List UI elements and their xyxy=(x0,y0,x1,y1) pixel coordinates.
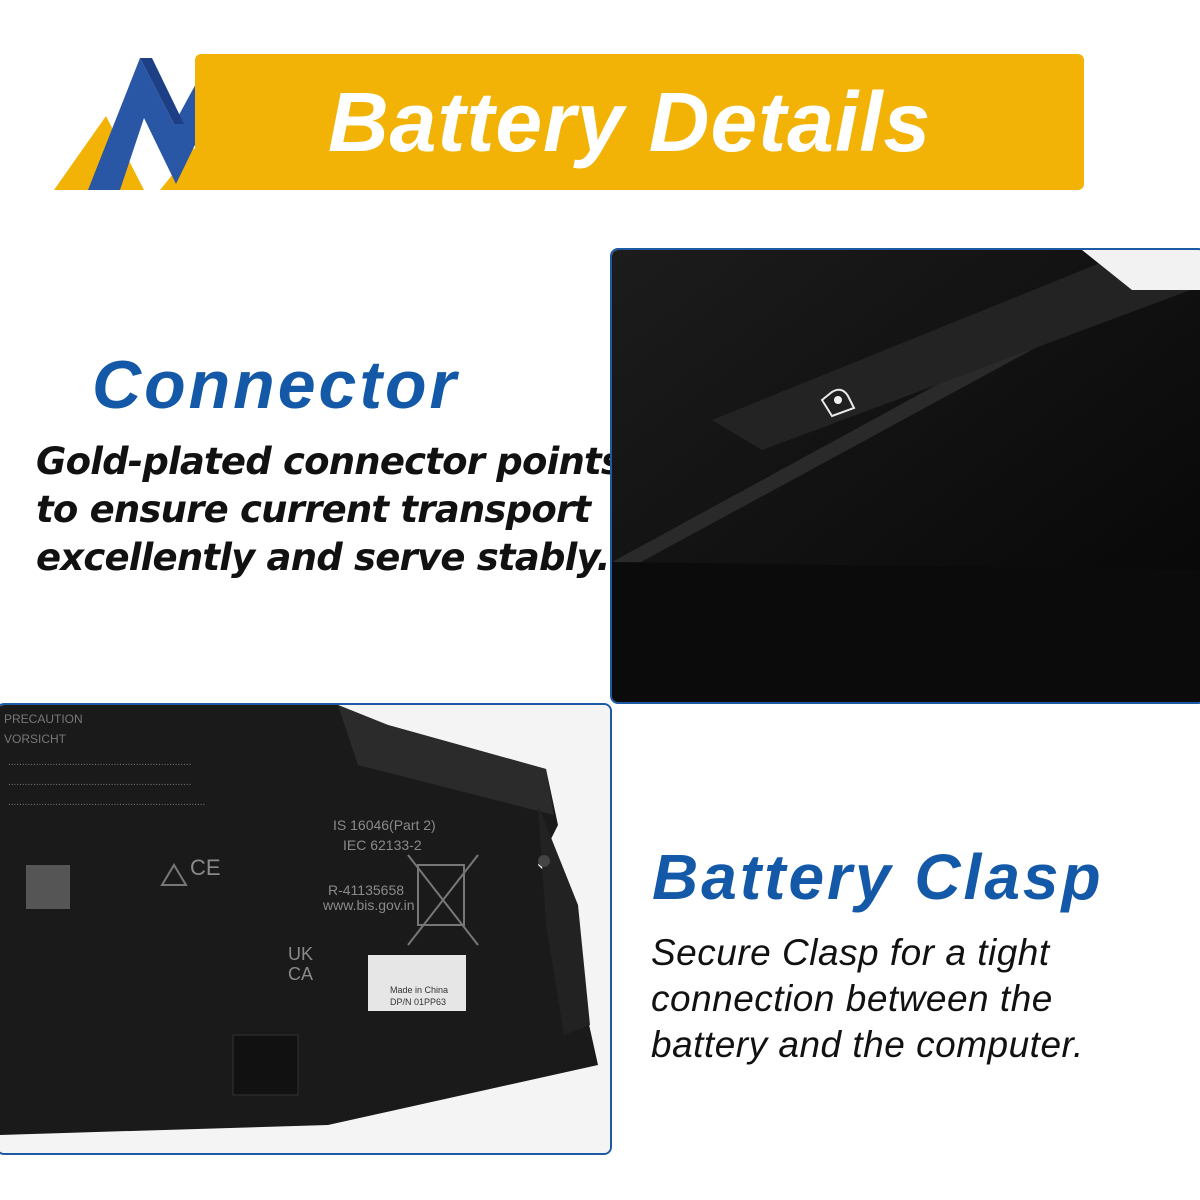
recycle-bin-icon xyxy=(407,854,479,946)
clasp-description-line: battery and the computer. xyxy=(651,1024,1084,1065)
clasp-description-line: connection between the xyxy=(651,978,1053,1019)
sticker-text: DP/N 01PP63 xyxy=(390,997,446,1007)
warning-icon xyxy=(160,863,188,886)
sticker-text: Made in China xyxy=(390,985,448,995)
svg-text:..............................: ........................................… xyxy=(8,757,191,768)
connector-photo xyxy=(610,248,1200,704)
site-text: www.bis.gov.in xyxy=(322,897,415,913)
precaution-text: PRECAUTION xyxy=(4,712,83,726)
connector-hole xyxy=(834,396,842,404)
vorsicht-text: VORSICHT xyxy=(4,732,67,746)
connector-description-line: Gold-plated connector points xyxy=(36,440,623,483)
svg-text:..............................: ........................................… xyxy=(8,797,205,808)
reg-text: R-41135658 xyxy=(328,882,404,898)
connector-description-line: to ensure current transport xyxy=(36,488,591,531)
svg-text:..............................: ........................................… xyxy=(8,777,191,788)
connector-title: Connector xyxy=(92,347,459,423)
label-sticker xyxy=(368,955,466,1011)
qr-code-icon xyxy=(26,865,70,909)
clasp-title: Battery Clasp xyxy=(652,841,1104,913)
battery-clasp xyxy=(538,805,590,1035)
ukca-mark-top: UK xyxy=(288,944,313,964)
cert-text: IS 16046(Part 2) xyxy=(333,817,436,833)
clasp-photo: PRECAUTION VORSICHT ....................… xyxy=(0,703,612,1155)
page-title: Battery Details xyxy=(328,75,932,169)
header-banner xyxy=(195,54,1084,190)
screw-icon xyxy=(538,855,550,867)
battery-body xyxy=(0,705,598,1135)
cert-text: IEC 62133-2 xyxy=(343,837,422,853)
clasp-description-line: Secure Clasp for a tight xyxy=(651,932,1050,973)
ukca-mark-bottom: CA xyxy=(288,964,313,984)
battery-pin-connector xyxy=(232,1034,299,1096)
ce-mark: CE xyxy=(190,855,221,880)
connector-description-line: excellently and serve stably. xyxy=(36,536,611,579)
clasp-description: Secure Clasp for a tight connection betw… xyxy=(651,930,1084,1068)
connector-description: Gold-plated connector points to ensure c… xyxy=(36,438,623,582)
